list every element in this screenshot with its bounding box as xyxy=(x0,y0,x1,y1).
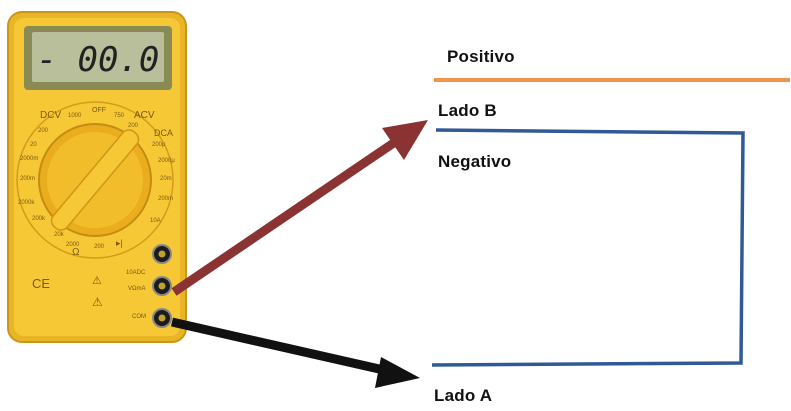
dial-ohm-range-4: 2000 xyxy=(66,242,80,248)
label-negative: Negativo xyxy=(438,152,512,171)
dial-dcv-range-5: 200m xyxy=(20,176,35,182)
diode-icon: ▸| xyxy=(116,238,123,248)
multimeter: - 00.0 DCV ACV DCA OFF Ω 1000 200 20 200… xyxy=(7,11,187,343)
rotary-knob-pointer xyxy=(50,129,140,231)
dial-acv-range-1: 750 xyxy=(114,113,125,119)
label-side-b: Lado B xyxy=(438,101,497,120)
jack-top-pin xyxy=(158,250,166,258)
label-side-a: Lado A xyxy=(434,386,493,405)
dial-acv-range-2: 200 xyxy=(128,123,139,129)
dial-dca-range-1: 200μ xyxy=(152,142,166,148)
display-screen xyxy=(32,32,164,82)
circuit-wire xyxy=(431,128,745,367)
port-label-com: COM xyxy=(132,314,146,320)
dial-dcv-range-1: 1000 xyxy=(68,113,82,119)
red-probe-arrow xyxy=(171,120,428,296)
jack-com-pin xyxy=(158,314,166,322)
black-probe-arrow xyxy=(171,317,420,388)
dial-label-dca: DCA xyxy=(154,128,173,138)
black-arrow-head xyxy=(375,357,420,388)
dial-dca-range-4: 200m xyxy=(158,196,173,202)
dial-ohm-range-5: 200 xyxy=(94,244,105,250)
display-reading: - 00.0 xyxy=(37,40,160,80)
dial-dca-range-5: 10A xyxy=(150,218,161,224)
dial-dca-range-3: 20m xyxy=(160,176,172,182)
dial-label-dcv: DCV xyxy=(40,110,61,121)
dial-dcv-range-4: 2000m xyxy=(20,156,38,162)
port-label-10adc: 10ADC xyxy=(126,270,146,276)
dial-ohm-range-1: 2000k xyxy=(18,200,35,206)
dial-dcv-range-2: 200 xyxy=(38,128,49,134)
dial-label-ohm: Ω xyxy=(72,247,80,258)
port-label-vohm: VΩmA xyxy=(128,286,146,292)
dial-dcv-range-3: 20 xyxy=(30,142,37,148)
warning-icon: ⚠ xyxy=(92,295,103,309)
dial-scale-ring xyxy=(16,101,174,259)
dial-label-acv: ACV xyxy=(134,110,155,121)
dial-ohm-range-2: 200k xyxy=(32,216,46,222)
jack-vohm-pin xyxy=(158,282,166,290)
red-arrow-head xyxy=(382,120,428,160)
ce-mark: CE xyxy=(32,276,50,291)
red-arrow-shaft xyxy=(171,136,401,296)
black-arrow-shaft xyxy=(171,317,389,376)
dial-label-off: OFF xyxy=(92,107,106,114)
dial-ohm-range-3: 20k xyxy=(54,232,65,238)
dial-dca-range-2: 2000μ xyxy=(158,158,175,164)
warning-icon-2: ⚠ xyxy=(92,275,102,287)
label-positive: Positivo xyxy=(447,47,515,66)
